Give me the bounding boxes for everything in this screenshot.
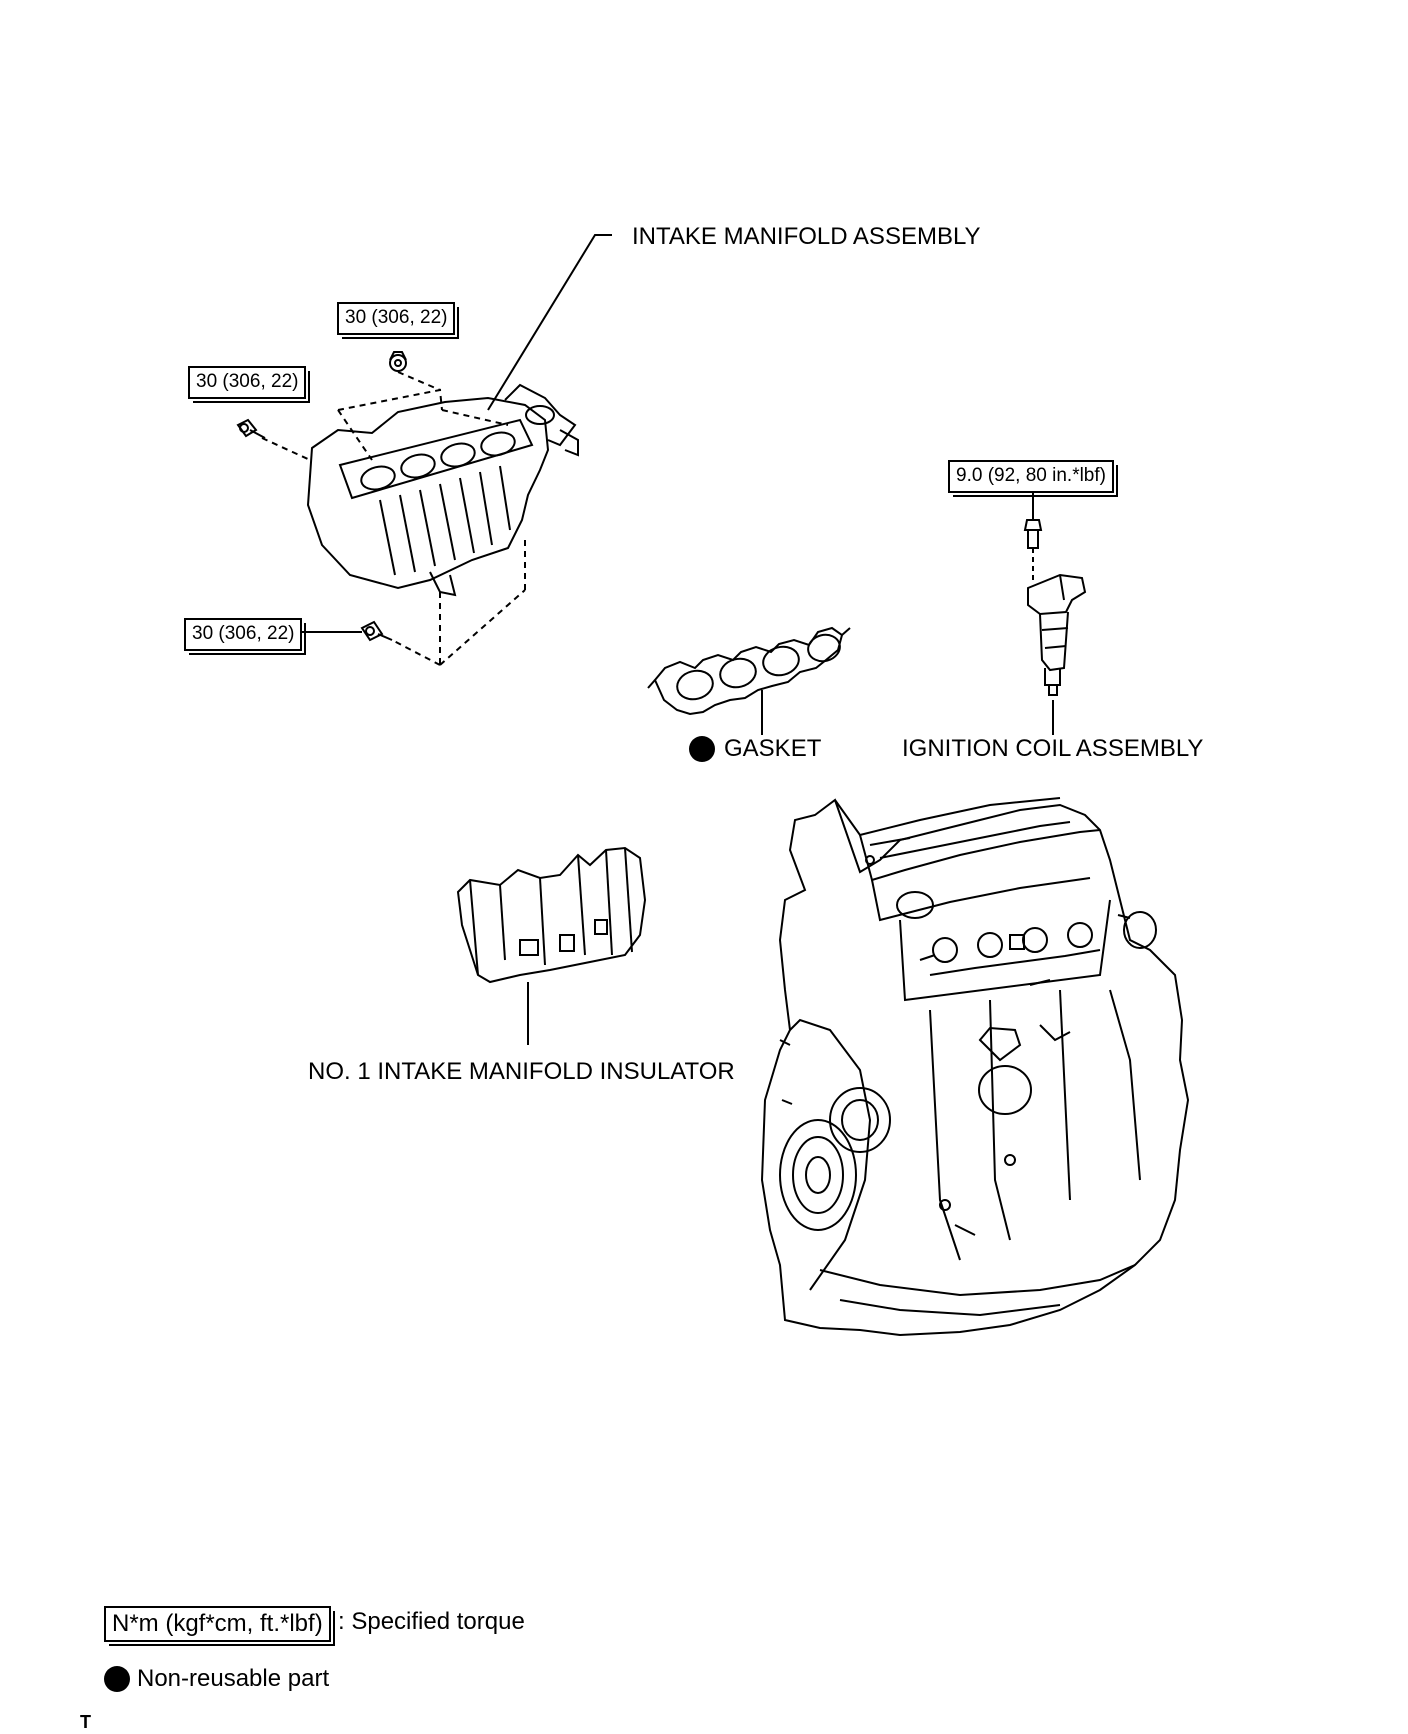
torque-spec-manifold-top: 30 (306, 22) bbox=[337, 302, 460, 339]
manifold-bolt-bottom bbox=[360, 620, 393, 642]
legend-nonreusable-description: Non-reusable part bbox=[137, 1665, 330, 1692]
nonreusable-mark-gasket bbox=[689, 736, 715, 762]
label-ignition-coil-assembly: IGNITION COIL ASSEMBLY bbox=[902, 735, 1204, 762]
manifold-bolt-left bbox=[236, 418, 266, 439]
torque-spec-manifold-bottom: 30 (306, 22) bbox=[184, 618, 307, 655]
torque-spec-manifold-left: 30 (306, 22) bbox=[188, 366, 311, 403]
engine-block-drawing bbox=[760, 797, 1190, 1337]
label-no1-intake-manifold-insulator: NO. 1 INTAKE MANIFOLD INSULATOR bbox=[308, 1058, 735, 1085]
legend-torque-unit-box: N*m (kgf*cm, ft.*lbf) bbox=[104, 1606, 335, 1647]
ignition-coil-drawing bbox=[1023, 490, 1087, 735]
gasket-drawing bbox=[647, 626, 851, 735]
legend-nonreusable-dot bbox=[104, 1666, 130, 1692]
label-intake-manifold-assembly: INTAKE MANIFOLD ASSEMBLY bbox=[632, 223, 981, 250]
label-gasket: GASKET bbox=[724, 735, 822, 762]
manifold-bolt-top bbox=[389, 351, 407, 372]
insulator-drawing bbox=[456, 846, 647, 1045]
legend-torque-description: : Specified torque bbox=[338, 1608, 525, 1635]
torque-spec-coil-bolt: 9.0 (92, 80 in.*lbf) bbox=[948, 460, 1118, 497]
footer-corner-mark: T bbox=[80, 1712, 91, 1732]
intake-manifold-drawing bbox=[261, 234, 612, 666]
